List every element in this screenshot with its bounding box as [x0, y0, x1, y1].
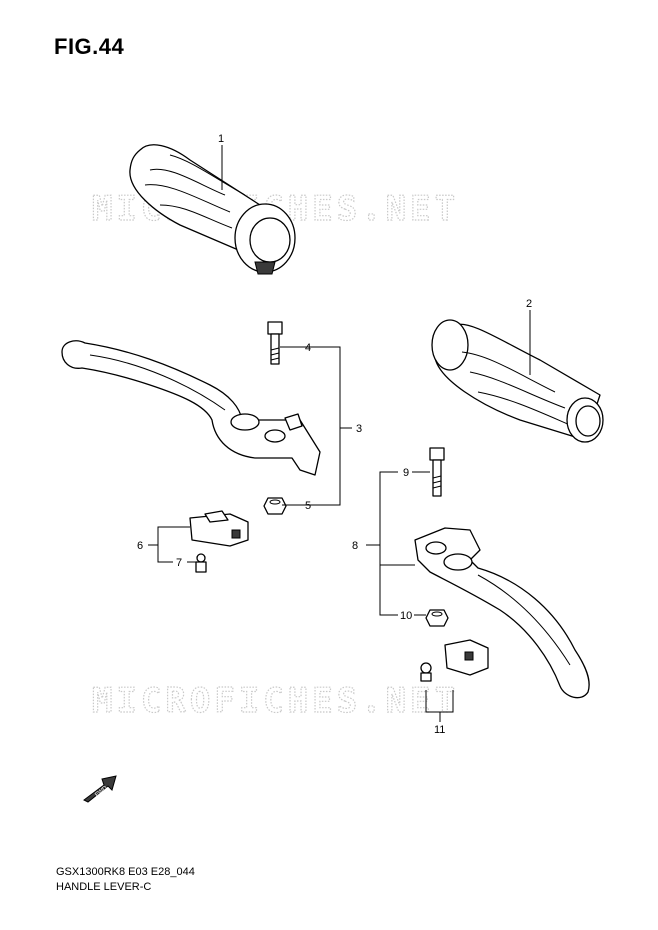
- nut-left: [263, 497, 287, 515]
- figure-name: HANDLE LEVER-C: [56, 881, 152, 893]
- switch-right: [420, 639, 489, 682]
- callout-10: 10: [400, 610, 412, 622]
- callout-3: 3: [356, 423, 362, 435]
- figure-code: GSX1300RK8 E03 E28_044: [56, 866, 195, 878]
- callout-2: 2: [526, 298, 532, 310]
- callout-6: 6: [137, 540, 143, 552]
- callout-11: 11: [434, 724, 445, 736]
- watermark-bottom: MICROFICHES.NET: [92, 681, 459, 721]
- callout-8: 8: [352, 540, 358, 552]
- figure-title: FIG.44: [54, 34, 125, 59]
- lever-left: [61, 340, 321, 476]
- screw-left: [195, 553, 207, 573]
- grip-right: [431, 319, 604, 443]
- callout-7: 7: [176, 557, 182, 569]
- bolt-left: [267, 321, 283, 365]
- nut-right: [425, 609, 449, 627]
- callout-4: 4: [305, 342, 311, 354]
- switch-left: [189, 510, 249, 547]
- leader-lines: [148, 145, 531, 722]
- bolt-right: [429, 447, 445, 497]
- callout-1: 1: [218, 133, 224, 145]
- fwd-arrow-icon: FWD: [83, 775, 117, 803]
- grip-left: [129, 144, 296, 275]
- lever-right: [414, 527, 590, 699]
- callout-9: 9: [403, 467, 409, 479]
- callout-5: 5: [305, 500, 311, 512]
